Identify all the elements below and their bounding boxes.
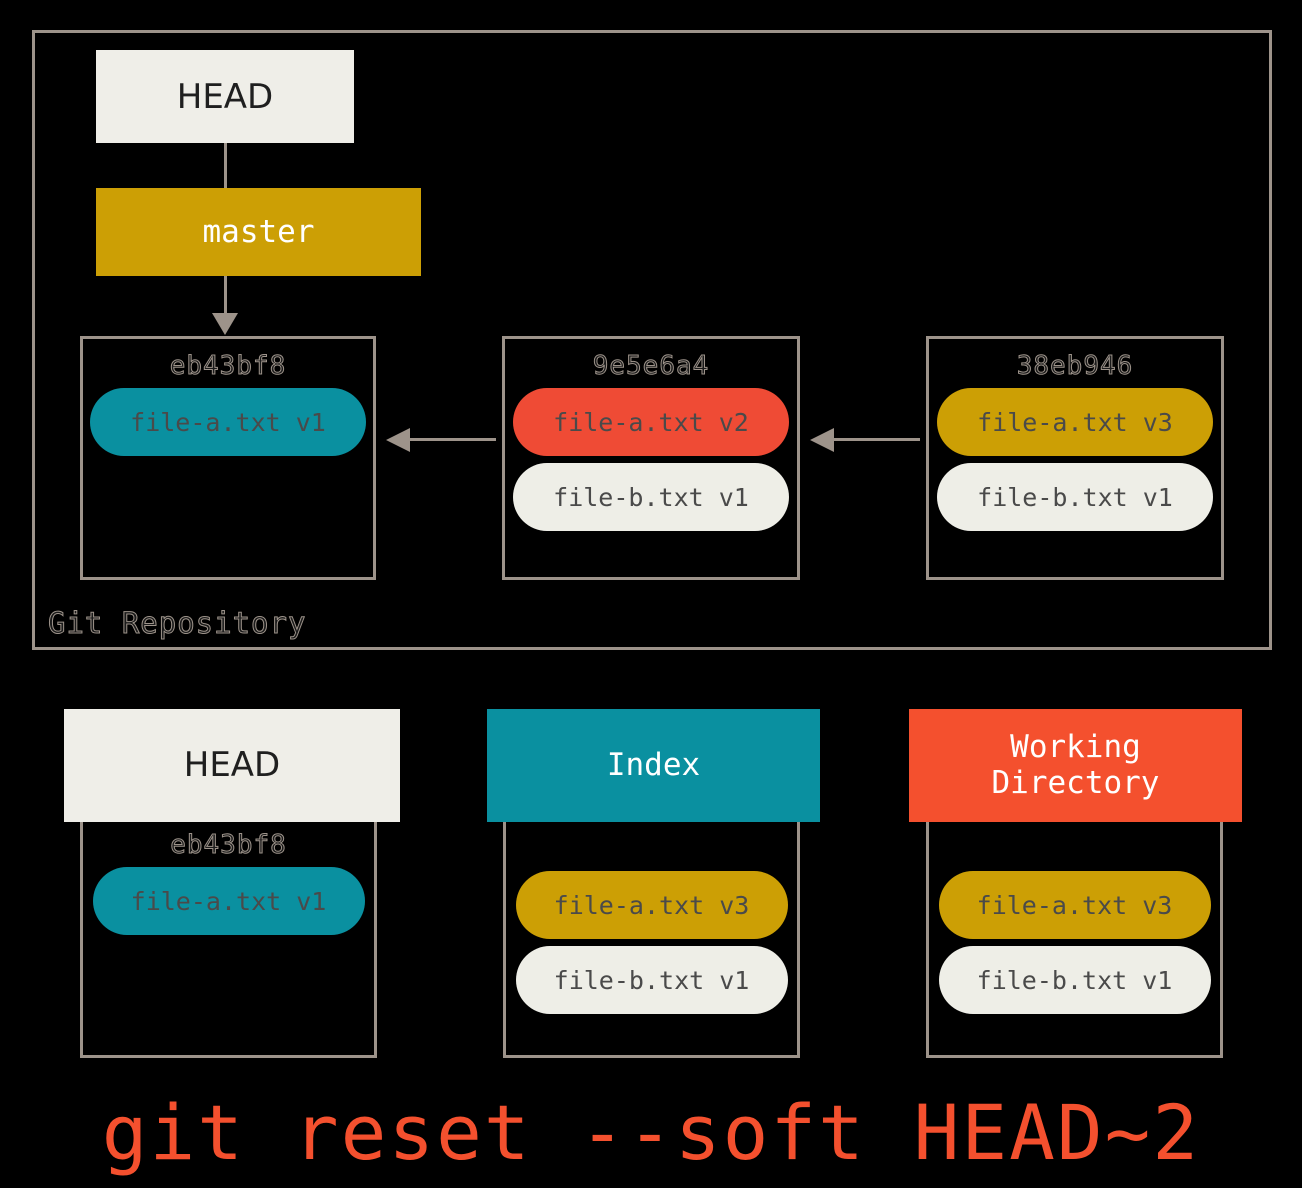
commit-sha: 9e5e6a4 — [592, 351, 710, 382]
state-body-index: file-a.txt v3 file-b.txt v1 — [503, 822, 800, 1058]
arrow-left-icon-commit1-to-commit0 — [386, 428, 496, 452]
file-pill: file-b.txt v1 — [937, 463, 1213, 531]
arrow-head — [810, 428, 834, 452]
file-pill: file-a.txt v1 — [90, 388, 366, 456]
commit-box-9e5e6a4: 9e5e6a4 file-a.txt v2 file-b.txt v1 — [502, 336, 800, 580]
state-head-sha: eb43bf8 — [170, 830, 287, 861]
branch-master-box: master — [96, 188, 421, 276]
state-header-index: Index — [487, 709, 820, 822]
connector-head-to-master — [224, 143, 227, 188]
state-body-head: eb43bf8 file-a.txt v1 — [80, 822, 377, 1058]
file-pill: file-a.txt v3 — [515, 871, 788, 939]
command-caption: git reset --soft HEAD~2 — [101, 1088, 1201, 1177]
arrow-down-icon — [212, 313, 238, 335]
arrow-left-icon-commit2-to-commit1 — [810, 428, 920, 452]
file-pill: file-b.txt v1 — [938, 946, 1211, 1014]
state-wd-title: Working Directory — [991, 728, 1160, 801]
state-wd-title-line2: Directory — [991, 764, 1160, 801]
file-pill: file-a.txt v3 — [938, 871, 1211, 939]
file-pill: file-b.txt v1 — [515, 946, 788, 1014]
state-header-working-directory: Working Directory — [909, 709, 1242, 822]
file-pill: file-b.txt v1 — [513, 463, 789, 531]
arrow-tail — [832, 438, 920, 441]
file-pill: file-a.txt v1 — [92, 867, 365, 935]
connector-master-to-commit — [224, 276, 227, 316]
state-wd-title-line1: Working — [1010, 728, 1141, 765]
arrow-head — [386, 428, 410, 452]
branch-master-label: master — [202, 214, 315, 250]
arrow-tail — [408, 438, 496, 441]
git-repository-frame — [32, 30, 1272, 650]
state-head-title: HEAD — [183, 744, 281, 785]
state-header-head: HEAD — [64, 709, 400, 822]
head-pointer-label: HEAD — [176, 76, 274, 117]
file-pill: file-a.txt v2 — [513, 388, 789, 456]
commit-box-eb43bf8: eb43bf8 file-a.txt v1 — [80, 336, 376, 580]
commit-box-38eb946: 38eb946 file-a.txt v3 file-b.txt v1 — [926, 336, 1224, 580]
state-index-title: Index — [606, 746, 701, 783]
commit-sha: eb43bf8 — [169, 351, 287, 382]
file-pill: file-a.txt v3 — [937, 388, 1213, 456]
commit-sha: 38eb946 — [1016, 351, 1134, 382]
head-pointer-box: HEAD — [96, 50, 354, 143]
git-repository-label: Git Repository — [47, 606, 307, 641]
state-body-working-directory: file-a.txt v3 file-b.txt v1 — [926, 822, 1223, 1058]
